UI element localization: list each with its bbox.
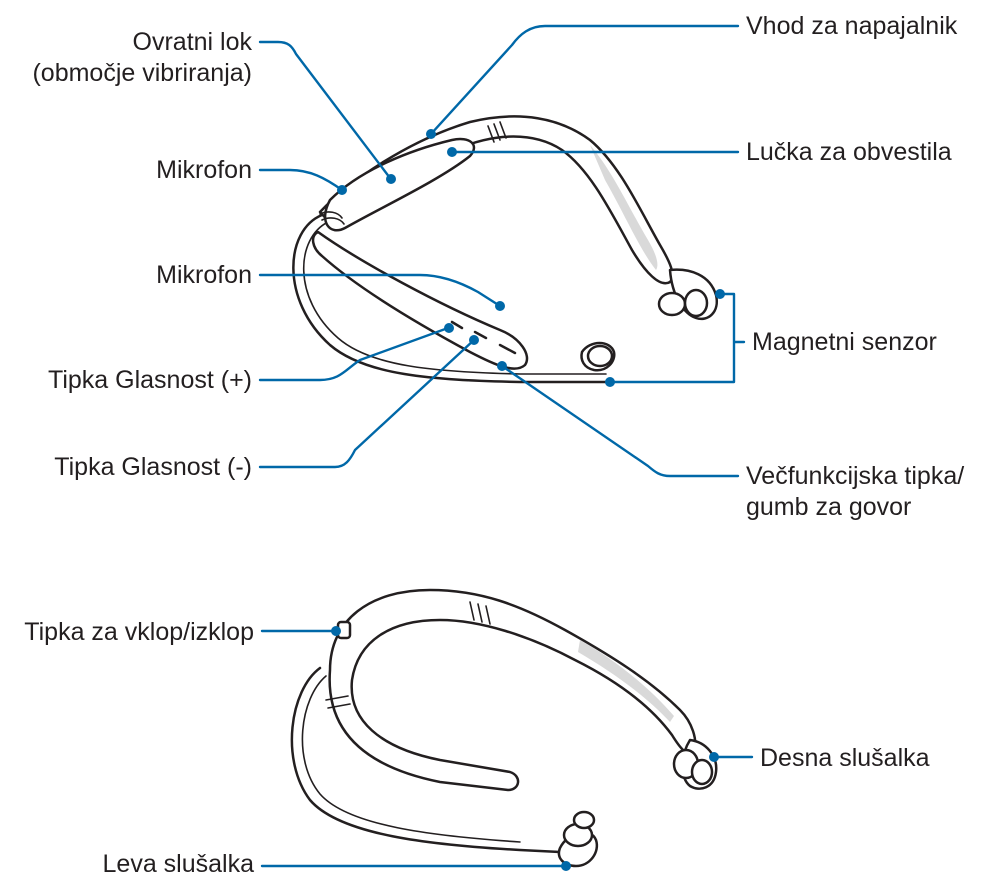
label-notif-light: Lučka za obvestila bbox=[746, 138, 952, 166]
bottom-left-earbud bbox=[559, 812, 597, 866]
dot-left-earbud bbox=[561, 861, 571, 871]
dot-magnetic-sensor-b bbox=[605, 377, 615, 387]
dot-vol-down bbox=[469, 335, 479, 345]
dot-notif-light bbox=[447, 147, 457, 157]
leader-vol-down bbox=[260, 340, 474, 467]
leader-neck-band bbox=[260, 42, 390, 178]
leader-charger-port bbox=[431, 26, 738, 134]
label-vol-down: Tipka Glasnost (-) bbox=[54, 453, 252, 481]
label-magnetic-sensor: Magnetni senzor bbox=[752, 328, 937, 356]
top-earbud-cable-inner bbox=[304, 222, 606, 374]
label-mic-top: Mikrofon bbox=[156, 156, 252, 184]
top-left-arm bbox=[313, 232, 527, 369]
top-left-earbud bbox=[582, 343, 615, 370]
leader-vol-up bbox=[260, 328, 448, 380]
label-power-key: Tipka za vklop/izklop bbox=[24, 618, 254, 646]
dot-charger-port bbox=[426, 129, 436, 139]
dot-mic-mid bbox=[495, 301, 505, 311]
label-neck-band-line1: Ovratni lok bbox=[133, 28, 253, 56]
label-mic-mid: Mikrofon bbox=[156, 261, 252, 289]
label-multi-key-line2: gumb za govor bbox=[746, 493, 911, 521]
dot-neck-band bbox=[386, 174, 396, 184]
dot-multi-key bbox=[497, 361, 507, 371]
top-neck-band-shade bbox=[590, 145, 657, 270]
bottom-neck-band-shade bbox=[578, 640, 674, 722]
dot-power-key bbox=[331, 626, 341, 636]
top-earbud-cable bbox=[293, 215, 610, 382]
bottom-headset-illustration bbox=[292, 590, 716, 866]
dot-right-earbud bbox=[709, 752, 719, 762]
label-neck-band-line2: (območje vibriranja) bbox=[32, 59, 252, 87]
label-right-earbud: Desna slušalka bbox=[760, 744, 930, 772]
label-left-earbud: Leva slušalka bbox=[103, 850, 255, 878]
label-multi-key-line1: Večfunkcijska tipka/ bbox=[746, 462, 964, 490]
label-vol-up: Tipka Glasnost (+) bbox=[48, 366, 252, 394]
top-headset-illustration bbox=[293, 116, 716, 382]
label-charger-port: Vhod za napajalnik bbox=[746, 12, 958, 40]
top-labels: Ovratni lok (območje vibriranja) Mikrofo… bbox=[32, 12, 964, 521]
dot-magnetic-sensor-a bbox=[715, 289, 725, 299]
dot-mic-top bbox=[337, 185, 347, 195]
dot-vol-up bbox=[444, 323, 454, 333]
leader-mic-top bbox=[260, 170, 342, 190]
